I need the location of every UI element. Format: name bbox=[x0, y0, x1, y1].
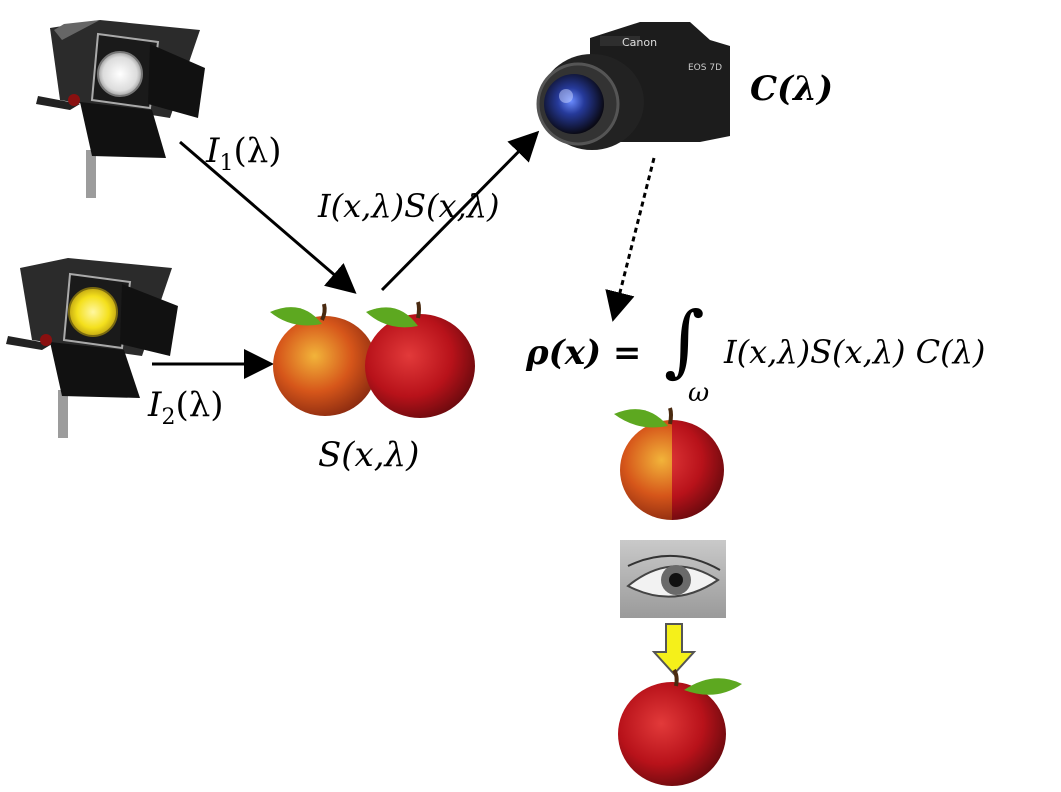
camera-model-text: EOS 7D bbox=[688, 63, 722, 73]
surface-reflectance-label: S(x,λ) bbox=[318, 435, 420, 475]
red-apple-icon bbox=[618, 668, 742, 786]
apple-pair-icon bbox=[270, 301, 475, 418]
illuminant-1-subscript: 1 bbox=[219, 151, 234, 176]
equation-rhs: I(x,λ)S(x,λ) C(λ) bbox=[724, 333, 986, 371]
illuminant-2-label: I2(λ) bbox=[148, 385, 224, 429]
arrow-light1-to-apples bbox=[179, 140, 357, 294]
integral-domain: ω bbox=[688, 378, 710, 408]
illuminant-2-arg: (λ) bbox=[175, 385, 224, 425]
integral-symbol: ∫ bbox=[664, 296, 705, 386]
equation-lhs: ρ(x) = bbox=[526, 333, 642, 373]
arrow-camera-to-equation bbox=[605, 157, 656, 322]
illuminant-2-subscript: 2 bbox=[161, 405, 176, 430]
yellow-down-arrow-icon bbox=[651, 623, 697, 676]
eye-icon bbox=[620, 540, 726, 618]
spotlight-white-icon bbox=[36, 20, 205, 198]
spotlight-yellow-icon bbox=[6, 258, 178, 438]
camera-sensitivity-label: C(λ) bbox=[750, 69, 834, 109]
arrow-apples-to-camera bbox=[380, 130, 540, 292]
illuminant-1-arg: (λ) bbox=[233, 131, 282, 171]
camera-brand-text: Canon bbox=[622, 36, 657, 49]
apple-half-tinted-icon bbox=[614, 407, 724, 520]
illuminant-1-label: I1(λ) bbox=[206, 131, 282, 175]
illuminant-2-symbol: I bbox=[148, 385, 162, 425]
camera-icon: Canon EOS 7D bbox=[536, 22, 730, 150]
illuminant-1-symbol: I bbox=[206, 131, 220, 171]
reflected-light-label: I(x,λ)S(x,λ) bbox=[318, 187, 500, 225]
